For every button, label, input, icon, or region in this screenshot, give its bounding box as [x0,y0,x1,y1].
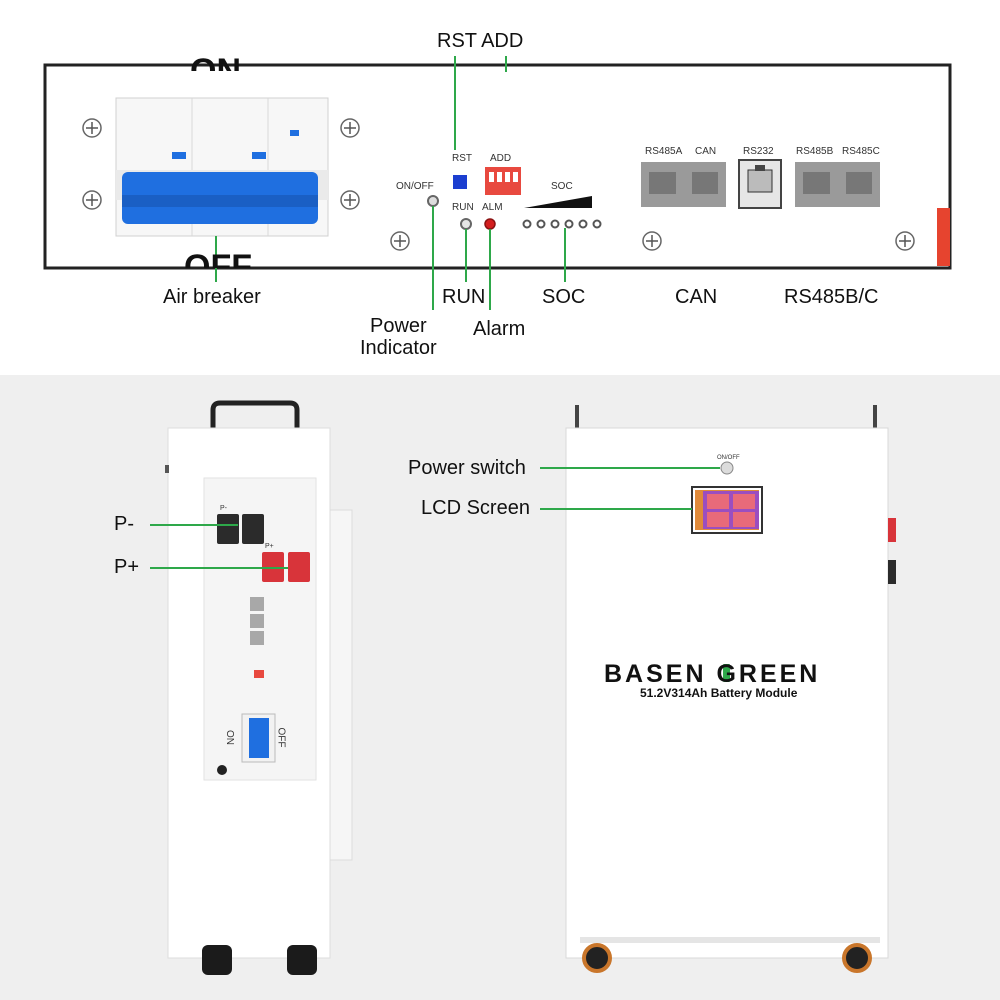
front-wheels [582,943,872,973]
on-off-print: ON/OFF [396,181,434,192]
model-label: 51.2V314Ah Battery Module [640,686,798,700]
side-round-knob [217,765,227,775]
breaker-on-print: ON [190,54,241,71]
breaker-off-print: OFF [184,250,252,268]
callout-alarm: Alarm [473,318,526,340]
rs485b-print: RS485B [796,146,834,157]
rst-print: RST [452,153,472,164]
callout-lines-top [215,56,566,310]
side-breaker-on-print: ON [224,730,235,745]
callout-power-indicator: Power Indicator [360,315,437,359]
rs232-port[interactable] [738,159,782,209]
alarm-led [484,218,496,230]
callout-lcd-screen: LCD Screen [421,497,530,519]
side-view-cabinet [165,400,353,959]
callout-p-minus: P- [114,513,134,535]
callout-lines-side [150,524,288,569]
run-led [460,218,472,230]
rs485a-port[interactable] [641,162,684,207]
rs485b-port[interactable] [795,162,838,207]
rs232-print: RS232 [743,146,774,157]
can-print: CAN [695,146,717,157]
callout-run: RUN [442,286,486,308]
side-wheels [202,945,317,975]
callout-p-plus: P+ [114,556,140,578]
rs485c-port[interactable] [838,162,880,207]
power-indicator-led [427,195,439,207]
alm-print: ALM [482,202,503,213]
power-switch-button[interactable] [720,461,734,475]
p-plus-print: P+ [265,543,274,550]
callout-can: CAN [675,286,718,308]
panel-side-tab [937,208,950,266]
side-breaker[interactable] [241,713,276,763]
can-port[interactable] [684,162,726,207]
soc-leds [522,219,602,229]
side-mini-dip [254,670,264,678]
callout-soc: SOC [542,286,586,308]
air-breaker[interactable] [115,97,329,237]
soc-ramp-icon [524,196,592,208]
side-breaker-off-print: OFF [275,727,287,748]
logo-battery-icon [723,664,730,682]
brand-logo: BASEN GREEN [604,660,821,688]
lcd-screen [691,486,763,534]
p-minus-terminals[interactable] [217,514,264,544]
callout-power-switch: Power switch [408,457,526,479]
callout-air-breaker: Air breaker [163,286,261,308]
p-minus-print: P- [220,505,227,512]
rs485c-print: RS485C [842,146,880,157]
callout-rst-add: RST ADD [437,30,524,52]
screw-icon [82,118,915,251]
soc-print: SOC [551,181,573,192]
callout-lines-front [540,467,720,510]
rst-button[interactable] [453,175,467,189]
add-print: ADD [490,153,512,164]
callout-rs485bc: RS485B/C [784,286,879,308]
front-on-off-print: ON/OFF [717,455,740,461]
rs485a-print: RS485A [645,146,683,157]
run-print: RUN [452,202,474,213]
add-dip-switch[interactable] [485,167,521,195]
side-mini-ports [250,597,264,645]
